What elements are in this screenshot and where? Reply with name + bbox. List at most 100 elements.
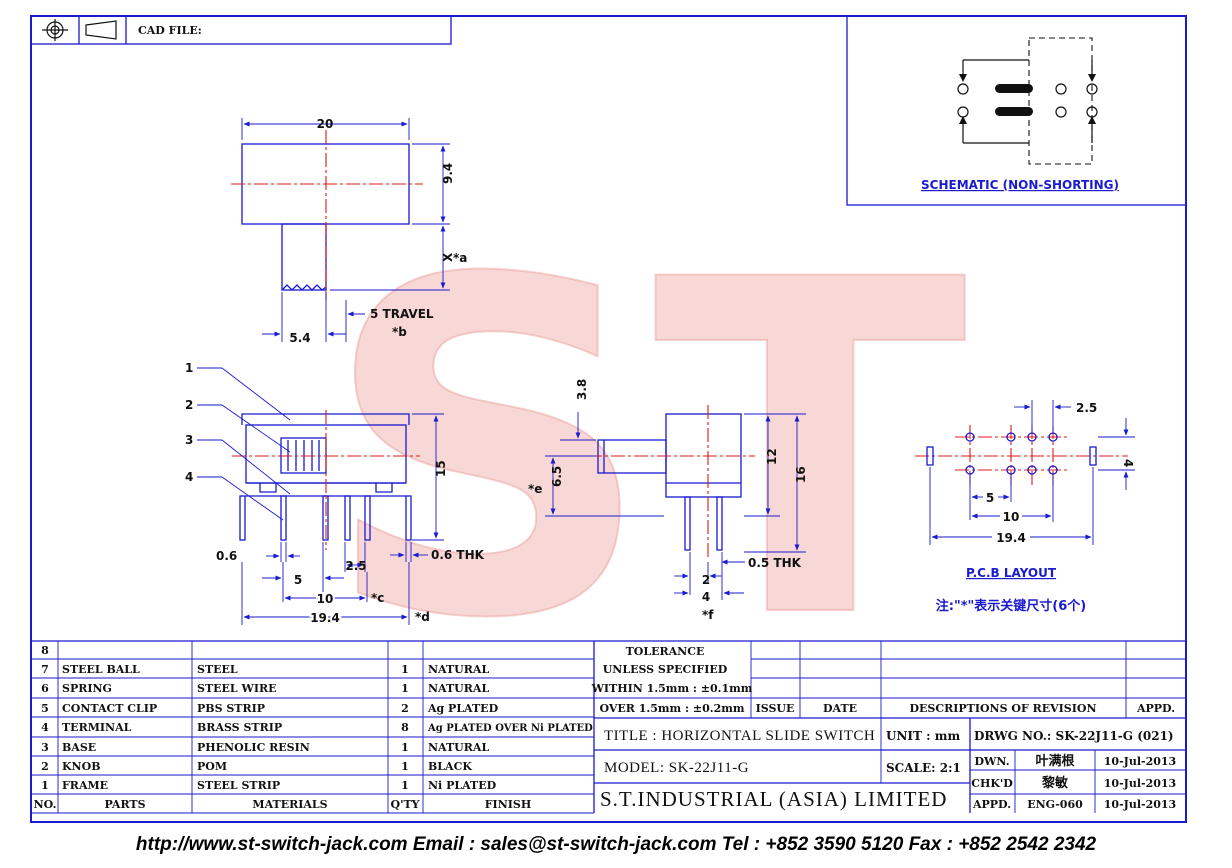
- tolerance-subtitle: UNLESS SPECIFIED: [603, 663, 728, 676]
- bom-header-finish: FINISH: [485, 798, 532, 811]
- bom-qty: 1: [401, 663, 409, 676]
- front-height-dim: 9.4: [441, 163, 455, 184]
- bom-finish: Ag PLATED: [427, 702, 499, 715]
- side-pin-thk-dim: 0.6 THK: [431, 548, 485, 562]
- chkd-label: CHK'D: [971, 777, 1013, 790]
- end-knob-dim: 3.8: [575, 379, 589, 400]
- bom-row-2: 2 KNOB POM 1 BLACK: [41, 760, 472, 773]
- bom-no: 7: [41, 663, 49, 676]
- bom-qty: 1: [401, 779, 409, 792]
- cad-file-header: CAD FILE:: [30, 15, 452, 45]
- bom-part: STEEL BALL: [62, 663, 140, 676]
- bom-material: STEEL WIRE: [197, 682, 277, 695]
- pcb-row-dim: 4: [1121, 459, 1135, 467]
- front-x-note: *a: [453, 251, 467, 265]
- bom-row-7: 7 STEEL BALL STEEL 1 NATURAL: [41, 663, 489, 676]
- appd-name: ENG-060: [1027, 798, 1083, 811]
- bom-finish: BLACK: [428, 760, 472, 773]
- bom-part: BASE: [62, 741, 96, 754]
- bom-row-8: 8: [41, 644, 49, 657]
- tolerance-over: OVER 1.5mm : ±0.2mm: [599, 702, 744, 715]
- side-span19-note: *d: [415, 610, 430, 624]
- bom-no: 1: [41, 779, 49, 792]
- bom-no: 5: [41, 702, 49, 715]
- bom-row-5: 5 CONTACT CLIP PBS STRIP 2 Ag PLATED: [41, 702, 498, 715]
- bom-header-row: NO. PARTS MATERIALS Q'TY FINISH: [34, 798, 532, 811]
- bom-part: CONTACT CLIP: [62, 702, 157, 715]
- end-knob-offset-note: *e: [528, 482, 542, 496]
- front-width-dim: 20: [317, 117, 334, 131]
- tolerance-title: TOLERANCE: [626, 645, 705, 658]
- side-span19-dim: 19.4: [310, 611, 340, 625]
- pcb-span19-dim: 19.4: [996, 531, 1026, 545]
- end-height12-dim: 12: [765, 448, 779, 465]
- title-block: TOLERANCE UNLESS SPECIFIED WITHIN 1.5mm …: [591, 640, 1186, 813]
- bom-header-materials: MATERIALS: [252, 798, 327, 811]
- bom-no: 4: [41, 721, 49, 734]
- front-travel-dim: 5 TRAVEL: [370, 307, 434, 321]
- pcb-pitch-dim: 2.5: [1076, 401, 1097, 415]
- bom-no: 6: [41, 682, 49, 695]
- pcb-span5-dim: 5: [986, 491, 994, 505]
- bom-row-6: 6 SPRING STEEL WIRE 1 NATURAL: [41, 682, 489, 695]
- side-view: 1 2 3 4 15 0.6 0.6 THK 2.5 5: [185, 361, 485, 627]
- side-span10-dim: 10: [317, 592, 334, 606]
- bom-row-1: 1 FRAME STEEL STRIP 1 Ni PLATED: [41, 779, 496, 792]
- dwn-label: DWN.: [974, 755, 1009, 768]
- schematic-caption: SCHEMATIC (NON-SHORTING): [921, 178, 1119, 192]
- bom-material: BRASS STRIP: [197, 721, 282, 734]
- end-height16-dim: 16: [794, 466, 808, 483]
- bom-part: TERMINAL: [62, 721, 132, 734]
- watermark-logo: ST: [321, 183, 971, 720]
- front-x-dim: X: [441, 252, 455, 262]
- bom-header-parts: PARTS: [104, 798, 145, 811]
- side-span10-note: *c: [371, 591, 384, 605]
- callout-1: 1: [185, 361, 193, 375]
- bom-finish: NATURAL: [428, 741, 489, 754]
- bom-table: 8 7 STEEL BALL STEEL 1 NATURAL 6 SPRING …: [31, 640, 595, 814]
- bom-part: FRAME: [62, 779, 108, 792]
- first-angle-projection-icon: [42, 19, 117, 41]
- side-span5-dim: 5: [294, 573, 302, 587]
- unit-label: UNIT : mm: [886, 729, 960, 743]
- end-pin-thk-dim: 0.5 THK: [748, 556, 802, 570]
- end-row-span-dim: 4: [702, 590, 710, 604]
- schematic-panel: SCHEMATIC (NON-SHORTING): [846, 15, 1187, 206]
- appd-label: APPD.: [972, 798, 1011, 811]
- pcb-layout: 2.5 4 5 10 19.4 P.C.B LAYOUT 注:"*"表示关键尺寸…: [915, 400, 1135, 614]
- bom-finish: Ni PLATED: [428, 779, 497, 792]
- bom-qty: 2: [401, 702, 409, 715]
- end-row-span-note: *f: [702, 608, 714, 622]
- bom-finish: NATURAL: [428, 682, 489, 695]
- bom-qty: 1: [401, 760, 409, 773]
- bom-part: KNOB: [62, 760, 101, 773]
- revision-issue-label: ISSUE: [756, 702, 795, 715]
- chkd-name: 黎敏: [1042, 775, 1069, 791]
- company-name: S.T.INDUSTRIAL (ASIA) LIMITED: [600, 787, 947, 811]
- revision-date-label: DATE: [823, 702, 857, 715]
- bom-part: SPRING: [62, 682, 112, 695]
- bom-material: PBS STRIP: [197, 702, 265, 715]
- bom-qty: 1: [401, 741, 409, 754]
- bom-finish: NATURAL: [428, 663, 489, 676]
- bom-finish: Ag PLATED OVER Ni PLATED: [427, 723, 593, 734]
- appd-date: 10-Jul-2013: [1104, 798, 1176, 811]
- bom-no: 2: [41, 760, 49, 773]
- bom-row-4: 4 TERMINAL BRASS STRIP 8 Ag PLATED OVER …: [41, 721, 593, 734]
- revision-desc-label: DESCRIPTIONS OF REVISION: [909, 702, 1096, 715]
- callout-4: 4: [185, 470, 193, 484]
- dwn-date: 10-Jul-2013: [1104, 755, 1176, 768]
- side-height-dim: 15: [434, 460, 448, 477]
- bom-no: 3: [41, 741, 49, 754]
- end-view: 3.8 6.5 *e 12 16 0.5 THK 2 4 *f: [528, 379, 808, 622]
- drawing-title: TITLE : HORIZONTAL SLIDE SWITCH: [604, 728, 875, 744]
- bom-row-3: 3 BASE PHENOLIC RESIN 1 NATURAL: [41, 741, 489, 754]
- watermark-text: ST: [322, 184, 970, 719]
- pcb-note: 注:"*"表示关键尺寸(6个): [936, 598, 1086, 614]
- front-travel-note: *b: [392, 325, 407, 339]
- model-label: MODEL: SK-22J11-G: [604, 760, 749, 776]
- side-pitch-dim: 2.5: [345, 559, 366, 573]
- revision-appd-label: APPD.: [1136, 702, 1175, 715]
- front-offset-dim: 5.4: [289, 331, 310, 345]
- callout-2: 2: [185, 398, 193, 412]
